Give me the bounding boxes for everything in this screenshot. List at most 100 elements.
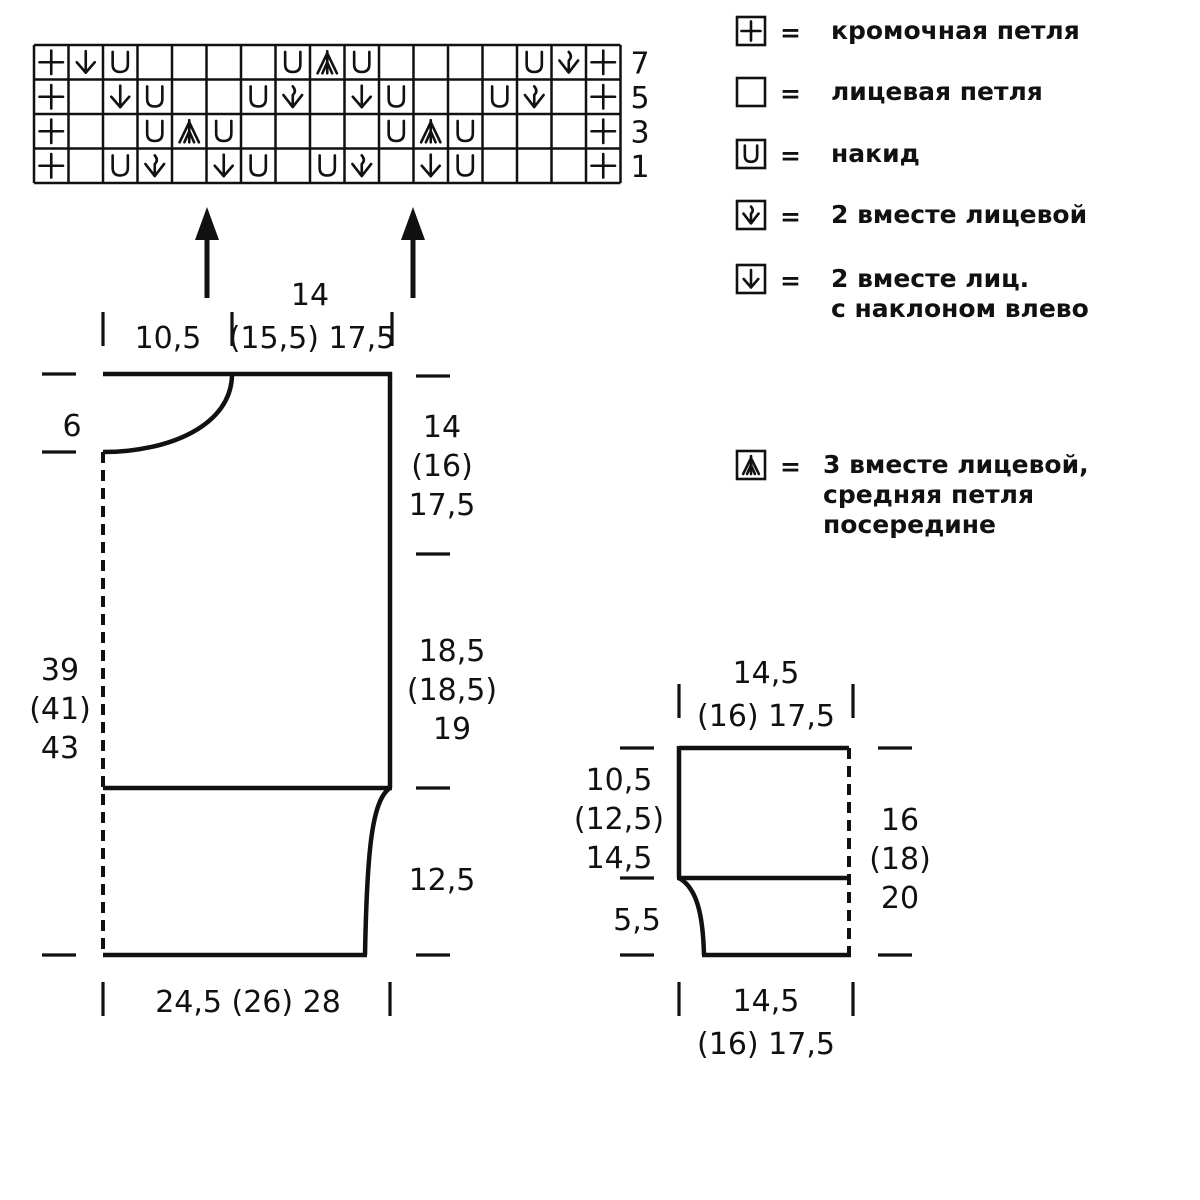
legend-label: 2 вместе лиц.: [831, 264, 1029, 293]
legend-swatch-box: [735, 263, 767, 295]
neck-curve: [102, 373, 235, 455]
legend-label: 2 вместе лицевой: [831, 200, 1087, 229]
yarn-over-icon: [249, 154, 268, 177]
edge-stitch-icon: [38, 118, 65, 145]
yarn-over-icon: [387, 119, 406, 143]
main-flare-curve: [362, 786, 392, 956]
k2tog-icon: [523, 85, 545, 109]
sleeve-left-upper-dim-2: (12,5): [574, 802, 664, 837]
sleeve-piece: 14,5 (16) 17,5 10,5 (12,5) 14,5 5,5 16 (…: [574, 656, 931, 1062]
row-number: 5: [631, 81, 650, 116]
k2tog-left-icon: [109, 84, 131, 109]
legend-item: =2 вместе лиц.с наклоном влево: [735, 263, 1089, 323]
edge-stitch-icon: [590, 49, 617, 76]
yarn-over-icon: [490, 85, 509, 108]
yarn-over-icon: [111, 50, 130, 74]
k2tog-left-icon: [213, 153, 235, 178]
k3tog-icon: [316, 49, 339, 75]
legend-swatch-box: [735, 76, 767, 108]
yarn-over-icon: [525, 50, 544, 74]
edge-stitch-icon: [38, 49, 65, 76]
k2tog-icon: [351, 154, 373, 178]
legend-label: с наклоном влево: [831, 294, 1089, 323]
edge-stitch-icon: [590, 152, 617, 179]
k2tog-icon: [144, 154, 166, 178]
main-top-right-dim-1: 14: [291, 278, 329, 313]
row-number: 1: [631, 150, 650, 185]
main-bottom-dim: 24,5 (26) 28: [155, 985, 341, 1020]
k2tog-left-icon: [75, 49, 97, 74]
yarn-over-icon: [111, 154, 130, 177]
main-right-upper-dim-3: 17,5: [409, 488, 476, 523]
sleeve-bottom-dim-1: 14,5: [733, 984, 800, 1019]
k2tog-left-icon: [351, 84, 373, 109]
legend-label: кромочная петля: [831, 16, 1080, 45]
main-right-middle-dim-1: 18,5: [419, 634, 486, 669]
sleeve-left-upper-dim-3: 14,5: [586, 841, 653, 876]
legend-label: 3 вместе лицевой,: [823, 450, 1089, 479]
stitch-chart-symbols: [38, 49, 617, 179]
sleeve-bottom-dim-2: (16) 17,5: [697, 1027, 835, 1062]
stitch-chart-grid: [32, 43, 622, 185]
main-left-dim-3: 43: [41, 731, 79, 766]
k2tog-icon: [282, 85, 304, 109]
k2tog-icon: [558, 50, 580, 74]
legend: =кромочная петля=лицевая петля=накид=2 в…: [735, 15, 1089, 539]
legend-equals: =: [780, 79, 801, 108]
row-number: 3: [631, 115, 650, 150]
sleeve-flare-curve: [677, 876, 707, 956]
row-number: 7: [631, 46, 650, 81]
main-right-middle-dim-3: 19: [433, 712, 471, 747]
legend-item: = 2 вместе лицевой: [735, 199, 1087, 231]
edge-stitch-icon: [38, 152, 65, 179]
legend-label: средняя петля: [823, 480, 1034, 509]
yarn-over-icon: [249, 85, 268, 108]
yarn-over-icon: [214, 119, 233, 143]
legend-item: = накид: [735, 138, 920, 170]
legend-item: = кромочная петля: [735, 15, 1080, 47]
main-right-lower-dim: 12,5: [409, 863, 476, 898]
k3tog-icon: [741, 454, 761, 476]
edge-stitch-icon: [590, 118, 617, 145]
yarn-over-icon: [318, 154, 337, 177]
edge-stitch-icon: [590, 83, 617, 110]
yarn-over-icon: [145, 119, 164, 143]
legend-swatch-box: [735, 15, 767, 47]
yarn-over-icon: [352, 50, 371, 74]
main-right-upper-dim-1: 14: [423, 410, 461, 445]
legend-swatch-box: [735, 138, 767, 170]
main-left-dim-1: 39: [41, 653, 79, 688]
k3tog-icon: [419, 118, 442, 144]
yarn-over-icon: [145, 85, 164, 108]
edge-stitch-icon: [38, 83, 65, 110]
sleeve-left-upper-dim-1: 10,5: [586, 763, 653, 798]
yarn-over-icon: [387, 85, 406, 108]
yarn-over-icon: [456, 119, 475, 143]
legend-equals: =: [780, 18, 801, 47]
neck-depth-dim: 6: [62, 409, 81, 444]
legend-label: посередине: [823, 510, 996, 539]
sleeve-right-dim-3: 20: [881, 881, 919, 916]
main-right-upper-dim-2: (16): [411, 449, 473, 484]
main-piece: 10,5 14 (15,5) 17,5 6 14 (16) 17,5 18,5 …: [29, 278, 497, 1020]
legend-label: накид: [831, 139, 920, 168]
main-left-dim-2: (41): [29, 692, 91, 727]
legend-swatch-box: [735, 449, 767, 481]
k2tog-icon: [742, 205, 760, 225]
k2tog-left-icon: [420, 153, 442, 178]
left-arrow-head: [195, 207, 219, 240]
right-arrow-head: [401, 207, 425, 240]
legend-equals: =: [780, 202, 801, 231]
legend-item: = лицевая петля: [735, 76, 1043, 108]
legend-label: лицевая петля: [831, 77, 1043, 106]
legend-swatch-box: [735, 199, 767, 231]
yarn-over-icon: [743, 144, 759, 164]
legend-equals: =: [780, 141, 801, 170]
legend-equals: =: [780, 452, 801, 481]
main-top-left-dim: 10,5: [135, 321, 202, 356]
main-right-middle-dim-2: (18,5): [407, 673, 497, 708]
pattern-repeat-arrows: [195, 207, 425, 298]
sleeve-top-dim-2: (16) 17,5: [697, 699, 835, 734]
